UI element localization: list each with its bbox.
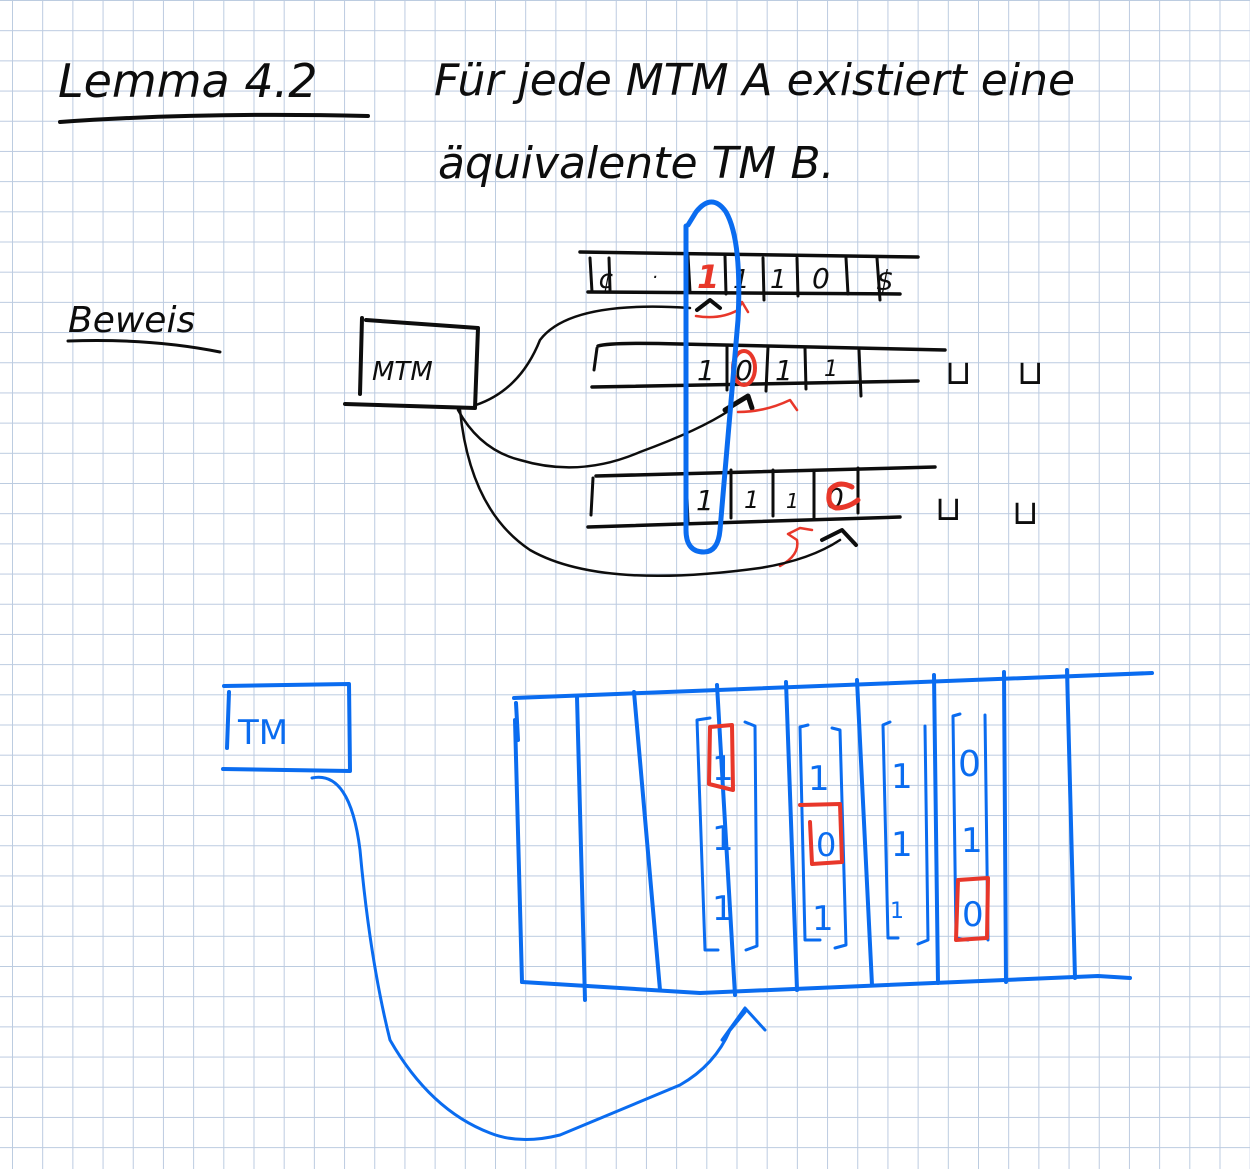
tm-cell-3-track-2: 1 <box>891 825 913 865</box>
tm-cell-2-track-2: 0 <box>816 826 836 864</box>
tape-3-blank-2: ⊔ <box>1012 493 1039 533</box>
tape-3-cell-1: 1 <box>696 484 714 517</box>
tm-cell-4: 0 1 0 <box>951 712 990 942</box>
tape-3-blank-1: ⊔ <box>935 489 962 529</box>
tm-cell-2-track-3: 1 <box>812 899 834 939</box>
lemma-title: Lemma 4.2 <box>58 54 318 108</box>
tape-1-cell-2: 1 <box>697 258 719 296</box>
tape-3-cell-2: 1 <box>744 486 759 514</box>
tm-cell-2-track-1: 1 <box>808 759 830 799</box>
lemma-statement: Für jede MTM A existiert eine äquivalent… <box>434 55 1075 189</box>
column-selection-outline <box>683 199 742 555</box>
tape-1-cell-4: 1 <box>770 265 787 295</box>
tape-2-cell-4: 1 <box>824 357 838 382</box>
tm-diagram: TM 1 1 1 1 0 1 1 1 1 <box>221 668 1154 1142</box>
tm-cell-4-head-mark <box>954 876 990 942</box>
tm-cell-3: 1 1 1 <box>881 720 930 946</box>
tape-2-cell-3: 1 <box>775 354 793 387</box>
tm-tape <box>512 668 1154 1002</box>
statement-line-2: äquivalente TM B. <box>438 138 835 189</box>
tm-label: TM <box>237 713 288 753</box>
mtm-label: MTM <box>372 357 433 387</box>
tm-cell-1: 1 1 1 <box>695 716 759 952</box>
tape-1-cell-1: · <box>652 267 658 288</box>
heading-underline <box>58 112 370 124</box>
proof-label: Beweis <box>68 300 195 341</box>
tm-cell-3-track-3: 1 <box>890 899 904 924</box>
tape-2: 1 0 1 1 ⊔ ⊔ <box>590 341 1044 414</box>
tm-cell-3-track-1: 1 <box>891 757 913 797</box>
proof-underline <box>66 338 222 354</box>
lemma-heading: Lemma 4.2 <box>58 54 370 124</box>
statement-line-1: Für jede MTM A existiert eine <box>434 55 1075 106</box>
tm-cell-2-head-mark <box>798 802 844 866</box>
tape-2-move-arrow <box>736 398 799 414</box>
mtm-link-tape-3 <box>458 408 842 578</box>
tape-3-head-arrow <box>820 528 858 547</box>
tm-cell-1-track-2: 1 <box>712 819 734 859</box>
proof-label-group: Beweis <box>66 300 222 354</box>
tm-cell-1-head-mark <box>707 723 735 792</box>
tape-1-cell-5: 0 <box>812 262 830 295</box>
mtm-link-tape-2 <box>456 408 732 469</box>
tm-cell-1-track-3: 1 <box>712 889 734 929</box>
tm-cell-1-track-1: 1 <box>712 749 734 789</box>
mtm-diagram: MTM ¢ · 1 1 1 0 $ 1 0 1 1 ⊔ ⊔ <box>343 199 1044 578</box>
tape-1: ¢ · 1 1 1 0 $ <box>578 250 920 319</box>
tape-2-blank-2: ⊔ <box>1017 353 1044 393</box>
tape-1-head-arrow <box>695 298 722 312</box>
tape-1-cell-0: ¢ <box>598 265 615 295</box>
tape-3-head-mark <box>826 481 861 511</box>
mtm-link-tape-1 <box>474 305 692 407</box>
mtm-box: MTM <box>343 316 480 410</box>
tape-1-cell-6: $ <box>876 264 894 297</box>
tape-2-blank-1: ⊔ <box>945 353 972 393</box>
tape-3-cell-3: 1 <box>786 489 799 513</box>
tm-head-link <box>310 775 767 1142</box>
tape-3: 1 1 1 0 ⊔ ⊔ <box>586 465 1039 568</box>
tm-cell-2: 1 0 1 <box>798 723 848 950</box>
tm-cell-4-track-1: 0 <box>958 744 981 785</box>
tm-cell-4-track-2: 1 <box>961 821 983 861</box>
tm-cell-4-track-3: 0 <box>962 895 984 935</box>
tm-box: TM <box>221 682 352 773</box>
tape-2-cell-1: 1 <box>697 354 715 387</box>
tape-2-cell-2: 0 <box>735 354 753 387</box>
